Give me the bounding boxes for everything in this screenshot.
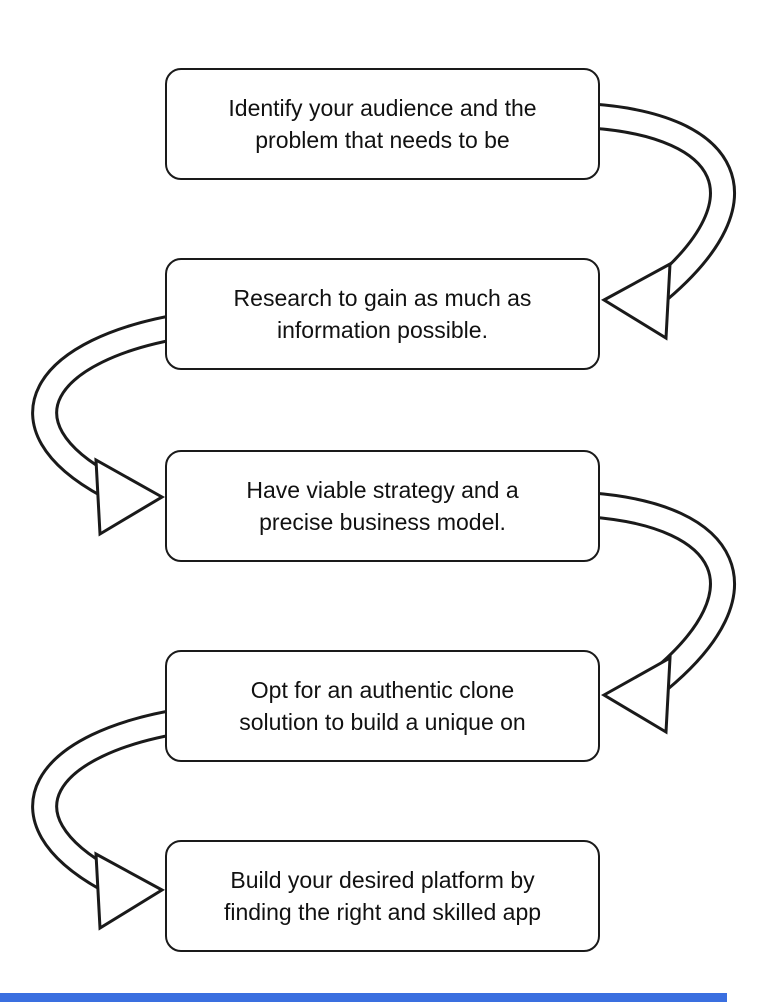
curved-arrow-right-down-icon	[590, 491, 736, 735]
flow-step-2: Research to gain as much as information …	[165, 258, 600, 370]
flow-step-5-line-2: finding the right and skilled app	[223, 899, 542, 925]
curved-arrow-left-down-icon	[31, 311, 191, 537]
flow-step-1: Identify your audience and the problem t…	[165, 68, 600, 180]
flow-step-4-line-2: solution to build a unique on	[239, 709, 526, 735]
flow-step-3-line-1: Have viable strategy and a	[246, 477, 519, 503]
flow-step-1-line-2: problem that needs to be	[255, 127, 510, 153]
flow-step-3: Have viable strategy and a precise busin…	[165, 450, 600, 562]
flow-step-5-line-1: Build your desired platform by	[230, 867, 535, 893]
flow-step-5: Build your desired platform by finding t…	[165, 840, 600, 952]
flow-step-4-line-1: Opt for an authentic clone	[250, 677, 515, 703]
flow-step-2-line-2: information possible.	[277, 317, 488, 343]
curved-arrow-left-down-icon	[31, 706, 190, 931]
flow-step-2-line-1: Research to gain as much as	[233, 285, 532, 311]
flow-step-1-line-1: Identify your audience and the	[228, 95, 537, 121]
footer-accent-bar	[0, 993, 727, 1002]
curved-arrow-right-down-icon	[591, 102, 736, 341]
flow-step-4: Opt for an authentic clone solution to b…	[165, 650, 600, 762]
flow-step-3-line-2: precise business model.	[259, 509, 506, 535]
